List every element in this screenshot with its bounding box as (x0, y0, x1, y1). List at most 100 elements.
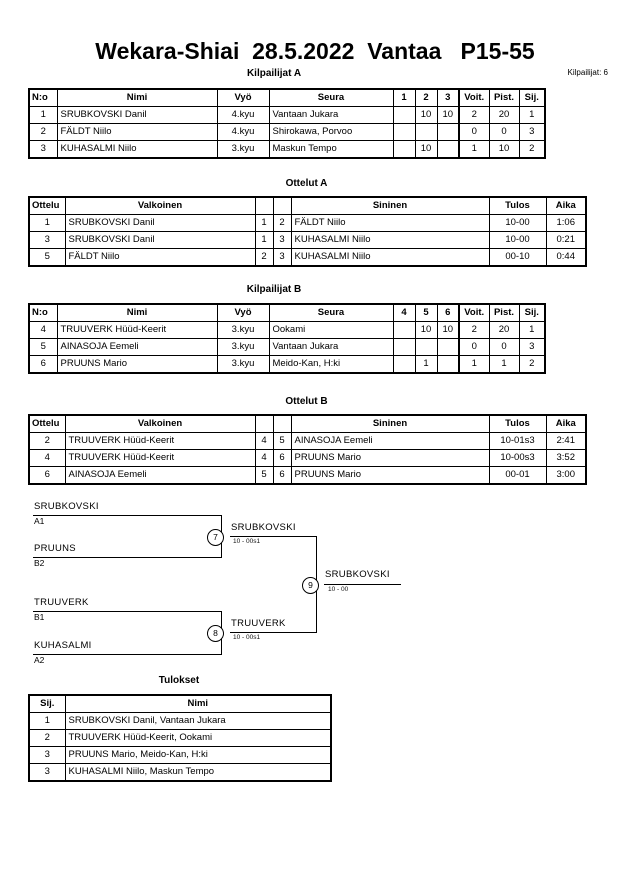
cell-score-5: 10 (414, 321, 438, 339)
cell-score-4 (392, 355, 416, 374)
matches-b-caption: Ottelut B (285, 396, 328, 407)
cell-white: TRUUVERK Hüüd-Keerit (64, 432, 256, 450)
cell-white-no: 4 (254, 449, 274, 467)
cell-score-1 (392, 123, 416, 141)
pool-b-caption: Kilpailijat B (246, 284, 302, 295)
col-white-no (254, 196, 274, 215)
cell-score-6: 10 (436, 321, 460, 339)
cell-result: 00-01 (488, 466, 547, 485)
table-row: 5 FÄLDT Niilo 2 3 KUHASALMI Niilo 00-10 … (28, 248, 587, 267)
table-row: 1 SRUBKOVSKI Danil 1 2 FÄLDT Niilo 10-00… (28, 214, 587, 232)
bracket-entry-name: KUHASALMI (34, 640, 92, 651)
cell-wins: 0 (458, 338, 490, 356)
col-name: Nimi (56, 303, 218, 322)
cell-rank: 3 (518, 338, 546, 356)
cell-belt: 3.kyu (216, 321, 270, 339)
cell-result: 10-00 (488, 214, 547, 232)
table-row: 2 TRUUVERK Hüüd-Keerit, Ookami (28, 729, 332, 747)
col-club: Seura (268, 303, 394, 322)
cell-blue-no: 3 (272, 248, 292, 267)
cell-time: 2:41 (545, 432, 587, 450)
cell-no: 3 (28, 140, 58, 159)
cell-result: 10-00 (488, 231, 547, 249)
table-row: 5 AINASOJA Eemeli 3.kyu Vantaan Jukara 0… (28, 338, 546, 356)
table-row: 6 PRUUNS Mario 3.kyu Meido-Kan, H:ki 1 1… (28, 355, 546, 374)
cell-white-no: 2 (254, 248, 274, 267)
matches-a-table: Ottelu Valkoinen Sininen Tulos Aika 1 SR… (28, 196, 587, 267)
bracket-line (230, 632, 317, 633)
table-row: 1 SRUBKOVSKI Danil 4.kyu Vantaan Jukara … (28, 106, 546, 124)
table-header-row: Ottelu Valkoinen Sininen Tulos Aika (28, 414, 587, 433)
cell-score-3 (436, 123, 460, 141)
cell-match-no: 4 (28, 449, 66, 467)
table-row: 3 PRUUNS Mario, Meido-Kan, H:ki (28, 746, 332, 764)
col-opp-5: 5 (414, 303, 438, 322)
cell-no: 2 (28, 123, 58, 141)
bracket-line (33, 515, 222, 516)
cell-match-no: 1 (28, 214, 66, 232)
bracket-champion-name: SRUBKOVSKI (325, 569, 390, 580)
cell-score-1 (392, 140, 416, 159)
cell-wins: 1 (458, 355, 490, 374)
cell-wins: 2 (458, 106, 490, 124)
cell-score-6 (436, 355, 460, 374)
cell-points: 1 (488, 355, 520, 374)
col-club: Seura (268, 88, 394, 107)
bracket-line (33, 654, 222, 655)
cell-white: SRUBKOVSKI Danil (64, 231, 256, 249)
col-blue: Sininen (290, 414, 490, 433)
col-name: Nimi (64, 694, 332, 713)
col-rank: Sij. (28, 694, 66, 713)
cell-white: TRUUVERK Hüüd-Keerit (64, 449, 256, 467)
cell-points: 20 (488, 321, 520, 339)
pool-b-table: N:o Nimi Vyö Seura 4 5 6 Voit. Pist. Sij… (28, 303, 546, 374)
col-white: Valkoinen (64, 414, 256, 433)
cell-name: TRUUVERK Hüüd-Keerit, Ookami (64, 729, 332, 747)
bracket-entry-name: TRUUVERK (34, 597, 89, 608)
col-white-no (254, 414, 274, 433)
table-header-row: N:o Nimi Vyö Seura 1 2 3 Voit. Pist. Sij… (28, 88, 546, 107)
cell-white: SRUBKOVSKI Danil (64, 214, 256, 232)
bracket-line (324, 584, 401, 585)
cell-belt: 3.kyu (216, 140, 270, 159)
cell-time: 3:00 (545, 466, 587, 485)
cell-name: SRUBKOVSKI Danil, Vantaan Jukara (64, 712, 332, 730)
cell-result: 00-10 (488, 248, 547, 267)
cell-blue-no: 5 (272, 432, 292, 450)
cell-wins: 0 (458, 123, 490, 141)
table-row: 4 TRUUVERK Hüüd-Keerit 3.kyu Ookami 10 1… (28, 321, 546, 339)
col-result: Tulos (488, 414, 547, 433)
cell-rank: 1 (518, 106, 546, 124)
bracket-entry-seed: B2 (34, 558, 45, 568)
bracket-match-score: 10 - 00s1 (233, 538, 261, 545)
cell-points: 20 (488, 106, 520, 124)
pool-a-caption: Kilpailijat A (246, 68, 302, 79)
matches-b-table: Ottelu Valkoinen Sininen Tulos Aika 2 TR… (28, 414, 587, 485)
cell-club: Vantaan Jukara (268, 338, 394, 356)
cell-blue-no: 2 (272, 214, 292, 232)
cell-blue-no: 6 (272, 466, 292, 485)
cell-rank: 2 (518, 355, 546, 374)
cell-time: 1:06 (545, 214, 587, 232)
bracket-entry-name: PRUUNS (34, 543, 76, 554)
col-points: Pist. (488, 303, 520, 322)
table-row: 4 TRUUVERK Hüüd-Keerit 4 6 PRUUNS Mario … (28, 449, 587, 467)
table-header-row: Ottelu Valkoinen Sininen Tulos Aika (28, 196, 587, 215)
cell-result: 10-00s3 (488, 449, 547, 467)
table-header-row: N:o Nimi Vyö Seura 4 5 6 Voit. Pist. Sij… (28, 303, 546, 322)
cell-score-2 (414, 123, 438, 141)
col-points: Pist. (488, 88, 520, 107)
table-row: 2 FÄLDT Niilo 4.kyu Shirokawa, Porvoo 0 … (28, 123, 546, 141)
cell-rank: 3 (28, 763, 66, 782)
col-time: Aika (545, 414, 587, 433)
cell-points: 10 (488, 140, 520, 159)
col-belt: Vyö (216, 303, 270, 322)
cell-belt: 4.kyu (216, 123, 270, 141)
cell-points: 0 (488, 338, 520, 356)
cell-no: 5 (28, 338, 58, 356)
cell-white-no: 1 (254, 231, 274, 249)
cell-rank: 3 (518, 123, 546, 141)
col-time: Aika (545, 196, 587, 215)
pool-a-table: N:o Nimi Vyö Seura 1 2 3 Voit. Pist. Sij… (28, 88, 546, 159)
col-no: N:o (28, 88, 58, 107)
